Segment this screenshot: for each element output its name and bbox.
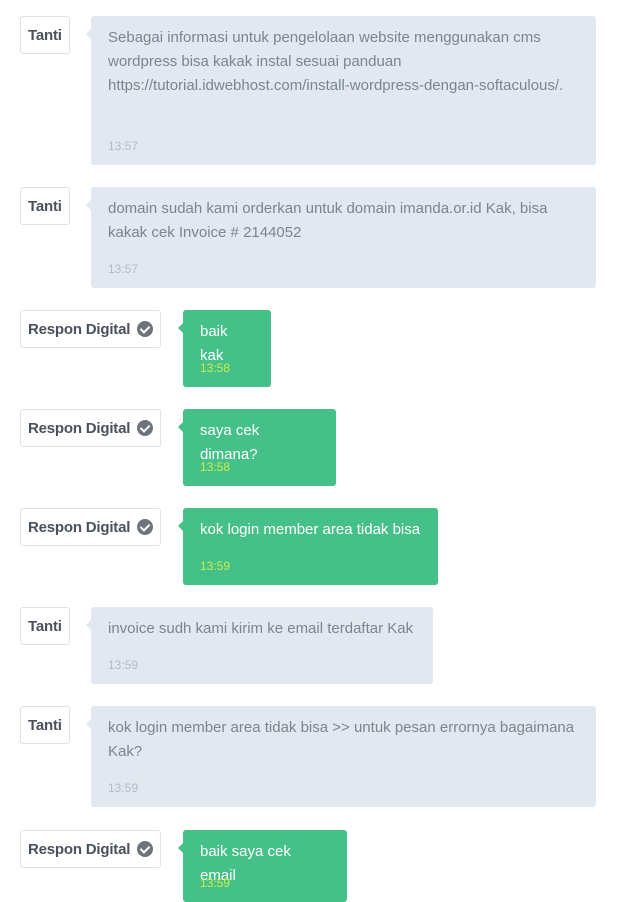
message-text: Sebagai informasi untuk pengelolaan webs… xyxy=(108,29,564,94)
sender-label: Tanti xyxy=(20,607,70,645)
sender-name: Respon Digital xyxy=(28,320,131,338)
message-bubble: domain sudah kami orderkan untuk domain … xyxy=(86,187,596,288)
message-bubble: invoice sudh kami kirim ke email terdaft… xyxy=(86,607,433,684)
sender-label: Respon Digital xyxy=(20,830,161,868)
message-text: kok login member area tidak bisa xyxy=(200,521,421,538)
sender-label: Respon Digital xyxy=(20,508,161,546)
message-bubble: Sebagai informasi untuk pengelolaan webs… xyxy=(86,16,596,165)
sender-name: Tanti xyxy=(28,617,62,635)
verified-check-icon xyxy=(137,841,153,857)
sender-label: Respon Digital xyxy=(20,409,161,447)
message-text: invoice sudh kami kirim ke email terdaft… xyxy=(108,620,414,637)
message-text: saya cek dimana? xyxy=(200,422,260,463)
sender-name: Respon Digital xyxy=(28,840,131,858)
message-time: 13:59 xyxy=(200,559,231,573)
sender-label: Tanti xyxy=(20,16,70,54)
sender-name: Respon Digital xyxy=(28,419,131,437)
message-bubble: kok login member area tidak bisa >> untu… xyxy=(86,706,596,807)
message-time: 13:59 xyxy=(200,876,231,890)
message-time: 13:58 xyxy=(200,361,231,375)
sender-name: Tanti xyxy=(28,26,62,44)
verified-check-icon xyxy=(137,519,153,535)
verified-check-icon xyxy=(137,420,153,436)
sender-label: Respon Digital xyxy=(20,310,161,348)
sender-name: Respon Digital xyxy=(28,518,131,536)
message-bubble: baik saya cek email 13:59 xyxy=(178,830,347,902)
message-time: 13:57 xyxy=(108,139,139,153)
sender-label: Tanti xyxy=(20,187,70,225)
message-text: domain sudah kami orderkan untuk domain … xyxy=(108,200,548,241)
message-bubble: kok login member area tidak bisa 13:59 xyxy=(178,508,438,585)
sender-name: Tanti xyxy=(28,197,62,215)
message-time: 13:59 xyxy=(108,658,139,672)
message-time: 13:58 xyxy=(200,460,231,474)
verified-check-icon xyxy=(137,321,153,337)
message-bubble: baik kak 13:58 xyxy=(178,310,271,387)
message-bubble: saya cek dimana? 13:58 xyxy=(178,409,336,486)
message-text: baik kak xyxy=(200,323,228,364)
message-text: baik saya cek email xyxy=(200,843,291,884)
message-time: 13:59 xyxy=(108,781,139,795)
message-text: kok login member area tidak bisa >> untu… xyxy=(108,719,575,760)
sender-name: Tanti xyxy=(28,716,62,734)
message-time: 13:57 xyxy=(108,262,139,276)
sender-label: Tanti xyxy=(20,706,70,744)
